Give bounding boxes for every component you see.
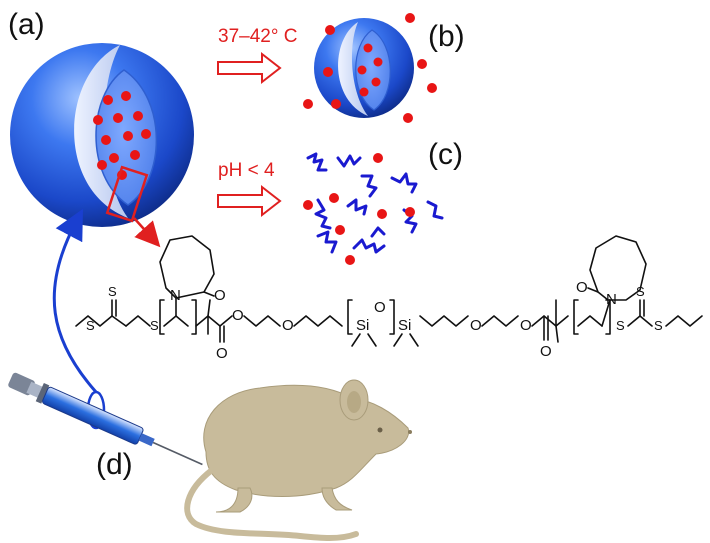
micelle-small-shell <box>338 22 368 116</box>
atom-si-1: Si <box>356 317 369 334</box>
mouse-hind-leg <box>215 487 253 513</box>
arrow-temperature <box>217 51 282 85</box>
atom-o-ester-right: O <box>520 317 532 334</box>
atom-s-right-2: S <box>654 318 663 333</box>
atom-o-siloxane: O <box>374 299 386 316</box>
payload-dots-small <box>357 43 383 97</box>
atom-o-ether-right: O <box>470 317 482 334</box>
panel-label-c: (c) <box>428 138 463 171</box>
atom-s-right-1: S <box>616 318 625 333</box>
released-dots <box>303 13 437 123</box>
syringe <box>8 372 203 466</box>
mouse <box>184 379 412 541</box>
injection-arrow <box>52 208 98 393</box>
released-dots-ph <box>303 153 415 265</box>
disassembled-polymers <box>306 152 444 254</box>
atom-s-thione-right: S <box>636 284 645 299</box>
zoom-arrow <box>133 217 161 248</box>
temperature-condition: 37–42° C <box>218 26 297 47</box>
mouse-front-leg <box>321 487 353 511</box>
atom-si-2: Si <box>398 317 411 334</box>
polymer-structure: S S S N O O O O Si O Si <box>75 235 703 362</box>
atom-s-thione-left: S <box>108 284 117 299</box>
ph-condition: pH < 4 <box>218 160 275 181</box>
panel-label-a: (a) <box>8 8 45 41</box>
micelle-small <box>303 13 437 123</box>
payload-dots-large <box>93 91 151 180</box>
atom-o-carbonyl-left: O <box>216 345 228 362</box>
atom-s-left-1: S <box>86 318 95 333</box>
atom-o-ether-left: O <box>282 317 294 334</box>
mouse-eye <box>377 427 383 433</box>
zoom-box <box>105 165 149 223</box>
mouse-nose <box>408 430 412 434</box>
mouse-body <box>203 384 410 497</box>
atom-s-left-2: S <box>150 318 159 333</box>
micelle-large <box>10 43 194 248</box>
syringe-needle <box>152 441 203 466</box>
atom-o-ring-left: O <box>214 287 226 304</box>
atom-n-right: N <box>606 291 617 308</box>
atom-o-ring-right: O <box>576 279 588 296</box>
arrow-ph <box>217 184 282 218</box>
atom-o-ester-left: O <box>232 307 244 324</box>
panel-label-b: (b) <box>428 20 465 53</box>
panel-label-d: (d) <box>96 448 133 481</box>
atom-n-left: N <box>170 287 181 304</box>
mouse-tail <box>184 467 359 541</box>
atom-o-carbonyl-right: O <box>540 343 552 360</box>
